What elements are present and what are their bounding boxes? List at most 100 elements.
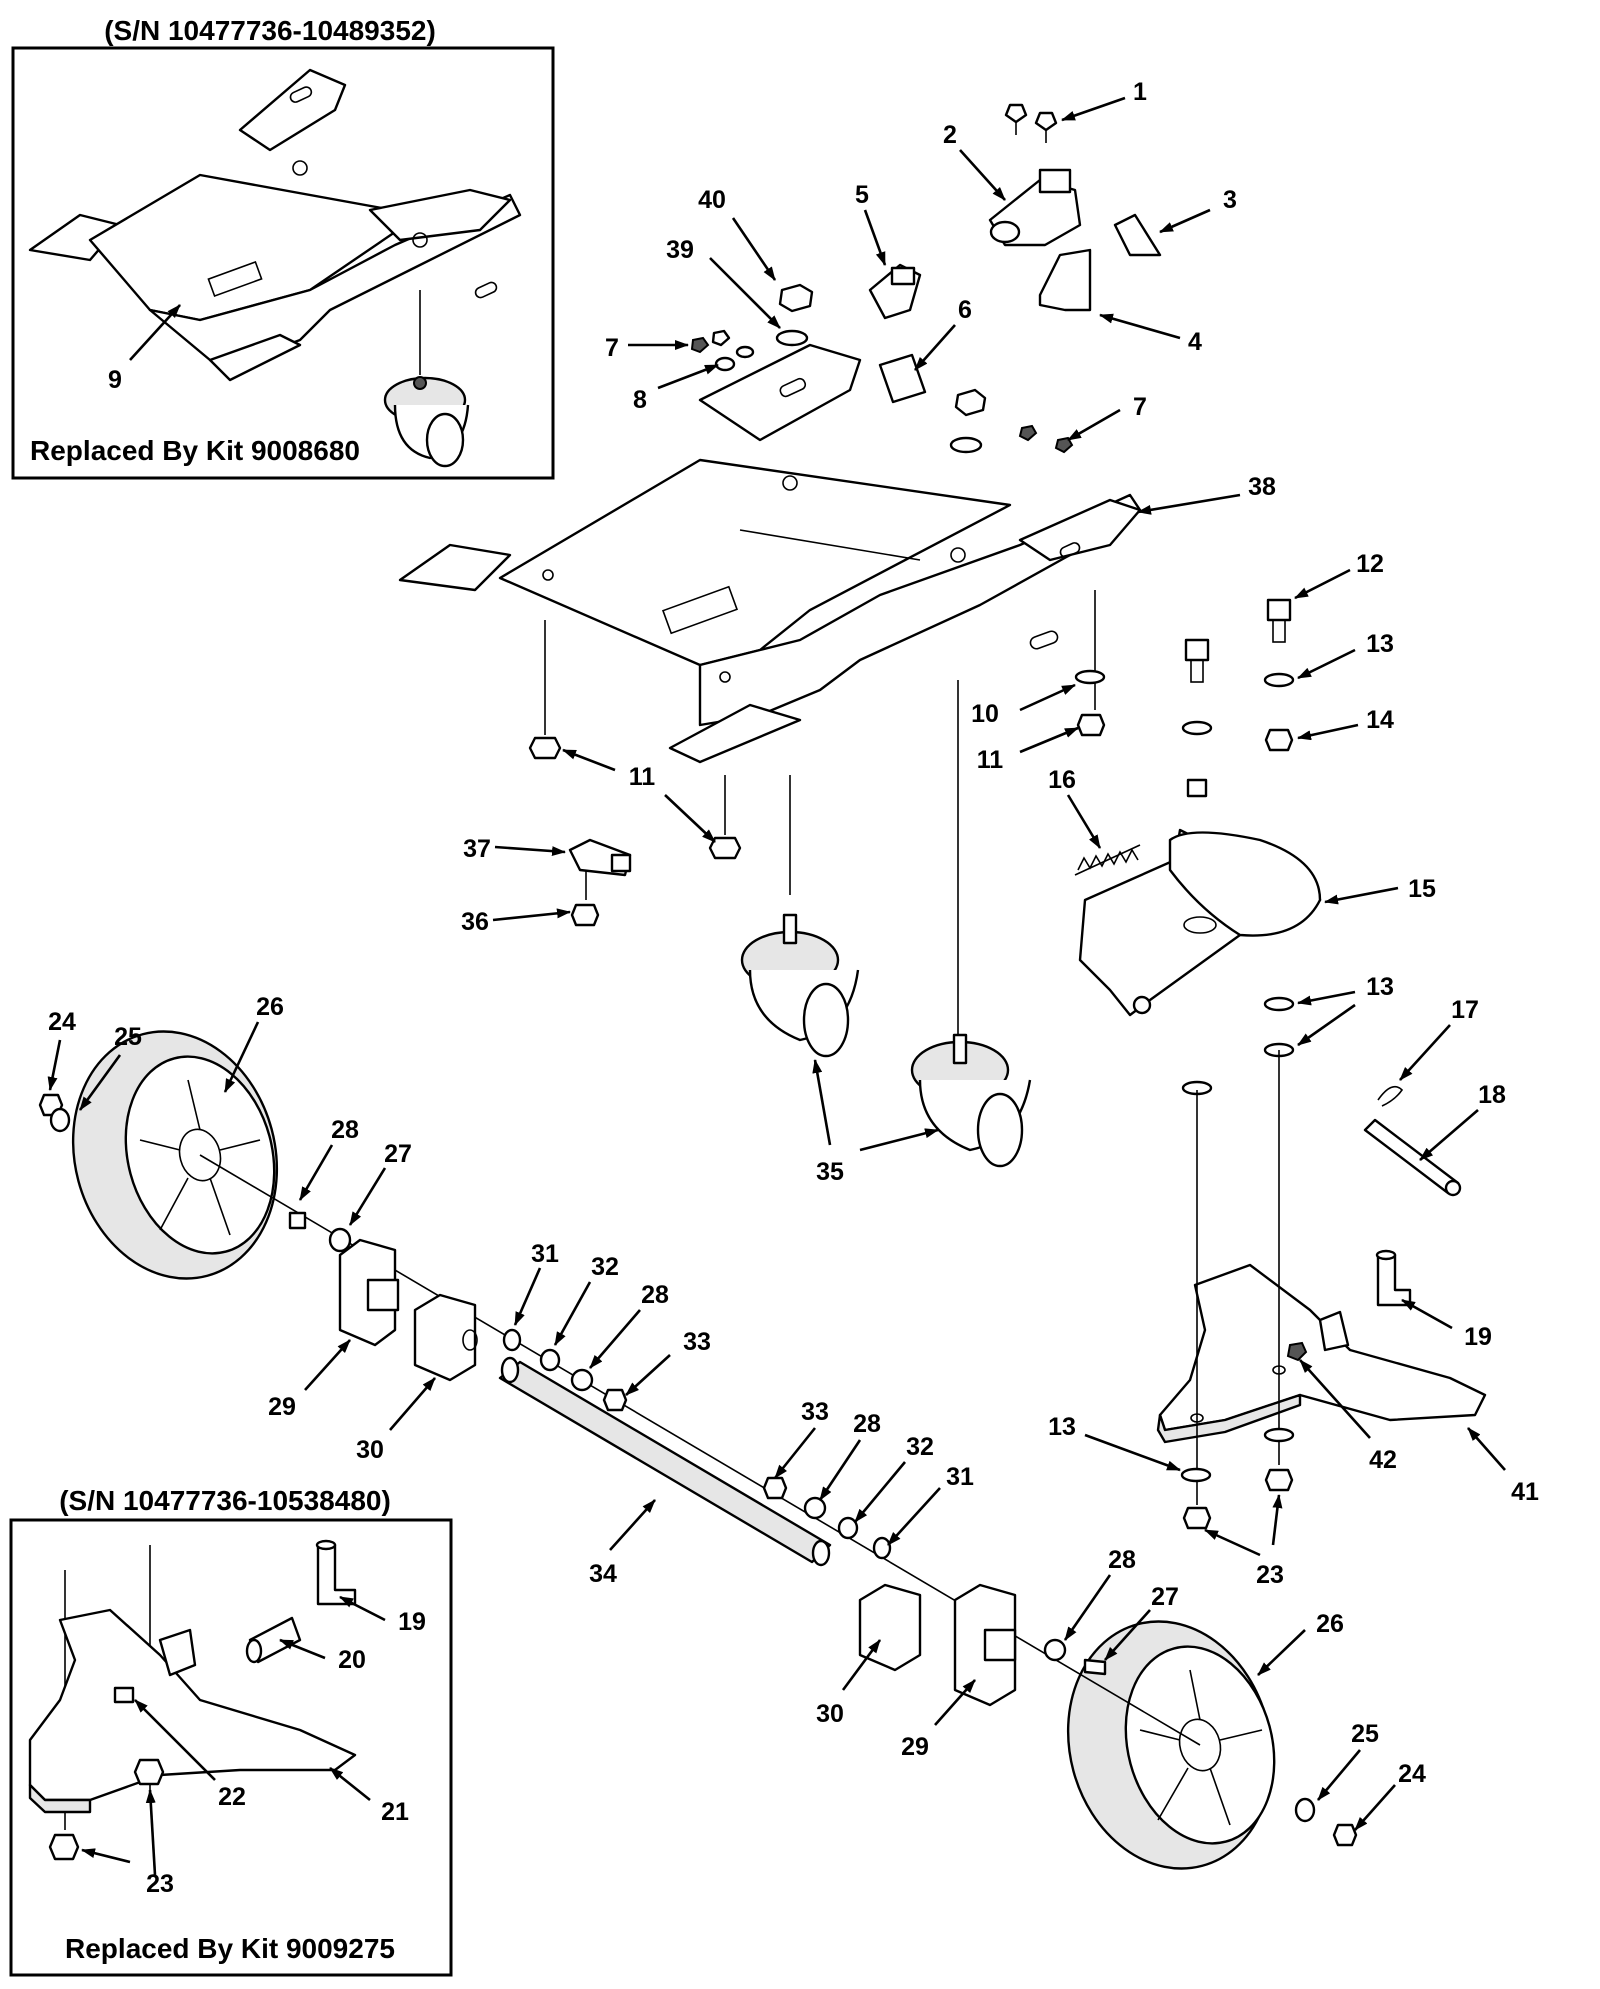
callout-29a: 29: [268, 1339, 351, 1421]
callout-7a: 7: [605, 334, 689, 362]
svg-text:15: 15: [1408, 875, 1436, 903]
svg-text:21: 21: [381, 1798, 409, 1826]
svg-text:16: 16: [1048, 766, 1076, 794]
svg-text:4: 4: [1188, 328, 1202, 356]
callout-28c: 28: [818, 1410, 881, 1501]
svg-text:20: 20: [338, 1646, 366, 1674]
svg-text:18: 18: [1478, 1081, 1506, 1109]
svg-text:28: 28: [641, 1281, 669, 1309]
svg-text:40: 40: [698, 186, 726, 214]
svg-text:26: 26: [256, 993, 284, 1021]
spacer-6: [878, 353, 927, 404]
svg-text:13: 13: [1048, 1413, 1076, 1441]
callout-2: 2: [943, 121, 1006, 201]
callout-38: 38: [1137, 473, 1276, 515]
svg-text:33: 33: [801, 1398, 829, 1426]
mini-nut-bolt: [48, 1686, 165, 1861]
callout-29b: 29: [901, 1679, 976, 1761]
washers-13: [1181, 996, 1295, 1096]
callout-12: 12: [1294, 550, 1384, 600]
svg-text:30: 30: [816, 1700, 844, 1728]
callout-26a: 26: [223, 993, 284, 1093]
svg-text:13: 13: [1366, 973, 1394, 1001]
callout-28a: 28: [298, 1116, 359, 1201]
callout-40: 40: [698, 186, 777, 281]
callout-30a: 30: [356, 1377, 436, 1464]
svg-text:31: 31: [531, 1240, 559, 1268]
svg-text:12: 12: [1356, 550, 1384, 578]
svg-text:11: 11: [977, 746, 1004, 774]
switch-37: [568, 838, 632, 877]
svg-text:25: 25: [114, 1023, 142, 1051]
callout-32a: 32: [553, 1253, 619, 1346]
callout-33b: 33: [773, 1398, 829, 1479]
svg-text:29: 29: [901, 1733, 929, 1761]
inset-frame: [9, 1518, 453, 1977]
callout-27b: 27: [1104, 1583, 1179, 1661]
callout-13c: 13: [1048, 1413, 1181, 1472]
svg-text:28: 28: [853, 1410, 881, 1438]
bolts-11: [528, 590, 1106, 860]
svg-text:19: 19: [1464, 1323, 1492, 1351]
svg-text:24: 24: [48, 1008, 76, 1036]
svg-text:10: 10: [971, 700, 999, 728]
callout-39: 39: [666, 236, 781, 329]
elbow-fitting-19: [1286, 1249, 1412, 1362]
callout-28d: 28: [1063, 1546, 1136, 1641]
svg-text:26: 26: [1316, 1610, 1344, 1638]
svg-text:38: 38: [1248, 473, 1276, 501]
nut-40: [775, 283, 814, 347]
axle-brackets-29-30: [338, 1238, 1017, 1707]
callout-17: 17: [1399, 996, 1479, 1081]
callout-42: 42: [1299, 1359, 1397, 1474]
callout-25a: 25: [78, 1023, 142, 1111]
inset-callout-9: 9: [108, 304, 181, 394]
main-frame-plate: [398, 343, 1142, 764]
svg-text:33: 33: [683, 1328, 711, 1356]
inset-top-left: (S/N 10477736-10489352) 9: [11, 15, 555, 480]
inset-note: Replaced By Kit 9008680: [30, 435, 360, 466]
callout-14: 14: [1297, 706, 1394, 741]
callout-number: 9: [108, 366, 122, 394]
callout-37: 37: [463, 835, 566, 863]
callout-32b: 32: [854, 1433, 934, 1523]
svg-text:3: 3: [1223, 186, 1237, 214]
svg-text:5: 5: [855, 181, 869, 209]
svg-text:13: 13: [1366, 630, 1394, 658]
callout-7b: 7: [1067, 393, 1147, 442]
svg-text:8: 8: [633, 386, 647, 414]
mini-frame-plate: [28, 68, 522, 382]
callout-24a: 24: [47, 1008, 76, 1091]
inset-bottom-left: (S/N 10477736-10538480) 19 20 21 22 23 R…: [9, 1485, 453, 1977]
callout-3: 3: [1159, 186, 1237, 234]
bolts-12-14: [1181, 598, 1295, 798]
svg-text:32: 32: [591, 1253, 619, 1281]
callout-15: 15: [1324, 875, 1436, 905]
callout-27a: 27: [348, 1140, 412, 1226]
caster-rear: [910, 680, 1032, 1168]
inset2-callout-19: 19: [339, 1595, 426, 1636]
pin-18-clip-17: [1363, 1085, 1462, 1197]
wheel-left: [38, 1030, 279, 1280]
inset-title: (S/N 10477736-10538480): [59, 1485, 391, 1516]
callout-10: 10: [971, 683, 1076, 728]
callout-24b: 24: [1354, 1760, 1426, 1831]
screw-36: [570, 870, 600, 927]
callout-28b: 28: [589, 1281, 669, 1369]
inset2-callout-23: 23: [81, 1789, 174, 1898]
callout-41: 41: [1467, 1427, 1539, 1506]
svg-text:23: 23: [1256, 1561, 1284, 1589]
svg-text:19: 19: [398, 1608, 426, 1636]
inset-note: Replaced By Kit 9009275: [65, 1933, 395, 1964]
callout-33a: 33: [625, 1328, 711, 1396]
svg-text:39: 39: [666, 236, 694, 264]
svg-text:7: 7: [1133, 393, 1147, 421]
callout-23: 23: [1204, 1494, 1284, 1589]
inset-frame: [11, 46, 555, 480]
callout-36: 36: [461, 908, 571, 936]
svg-text:6: 6: [958, 296, 972, 324]
callout-26b: 26: [1257, 1610, 1344, 1676]
small-washers-7-8: [690, 329, 1074, 454]
